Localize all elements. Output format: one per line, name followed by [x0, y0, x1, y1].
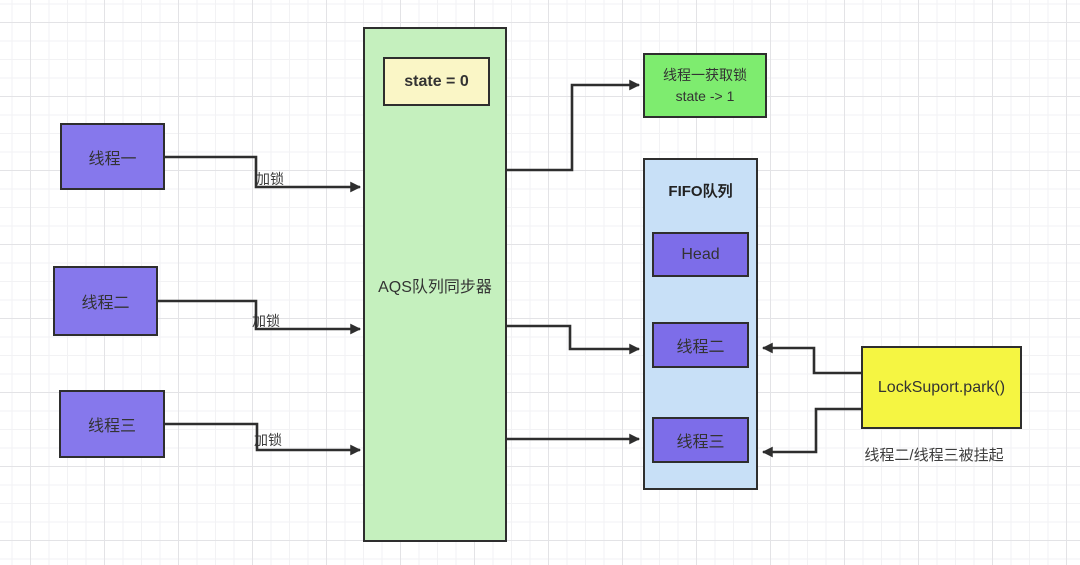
thread3-label: 线程三	[87, 418, 136, 435]
thread2-label: 线程二	[81, 295, 130, 312]
fifo-node-thread2-label: 线程二	[676, 339, 725, 356]
arrow-park-to-thread3	[761, 407, 861, 458]
lock-acquired-line2: state -> 1	[675, 87, 735, 104]
lock-acquired-line1: 线程一获取锁	[663, 67, 747, 84]
thread1-label: 线程一	[88, 150, 137, 168]
fifo-node-thread3-label: 线程三	[676, 434, 725, 451]
edge-label-lock2: 加锁	[252, 313, 280, 329]
park-caption: 线程二/线程三被挂起	[864, 447, 1004, 464]
fifo-node-head: Head	[652, 232, 749, 277]
thread3-box: 线程三	[59, 390, 165, 458]
park-label: LockSuport.park()	[877, 378, 1006, 396]
edge-label-lock3: 加锁	[254, 432, 282, 448]
arrow-aqs-to-acquired	[507, 79, 641, 172]
edge-label-lock1: 加锁	[256, 171, 284, 187]
fifo-node-thread2: 线程二	[652, 322, 749, 368]
thread1-box: 线程一	[60, 123, 165, 190]
lock-acquired-box: 线程一获取锁 state -> 1	[643, 53, 767, 118]
state-box: state = 0	[383, 57, 490, 106]
park-box: LockSuport.park()	[861, 346, 1022, 429]
fifo-node-head-label: Head	[681, 245, 720, 263]
fifo-node-thread3: 线程三	[652, 417, 749, 463]
state-label: state = 0	[404, 72, 469, 90]
arrow-park-to-thread2	[761, 342, 861, 375]
thread2-box: 线程二	[53, 266, 158, 336]
aqs-box: AQS队列同步器	[363, 27, 507, 542]
fifo-title: FIFO队列	[668, 183, 733, 200]
aqs-title: AQS队列同步器	[378, 278, 492, 296]
arrow-aqs-to-fifo-thread2	[507, 324, 641, 355]
